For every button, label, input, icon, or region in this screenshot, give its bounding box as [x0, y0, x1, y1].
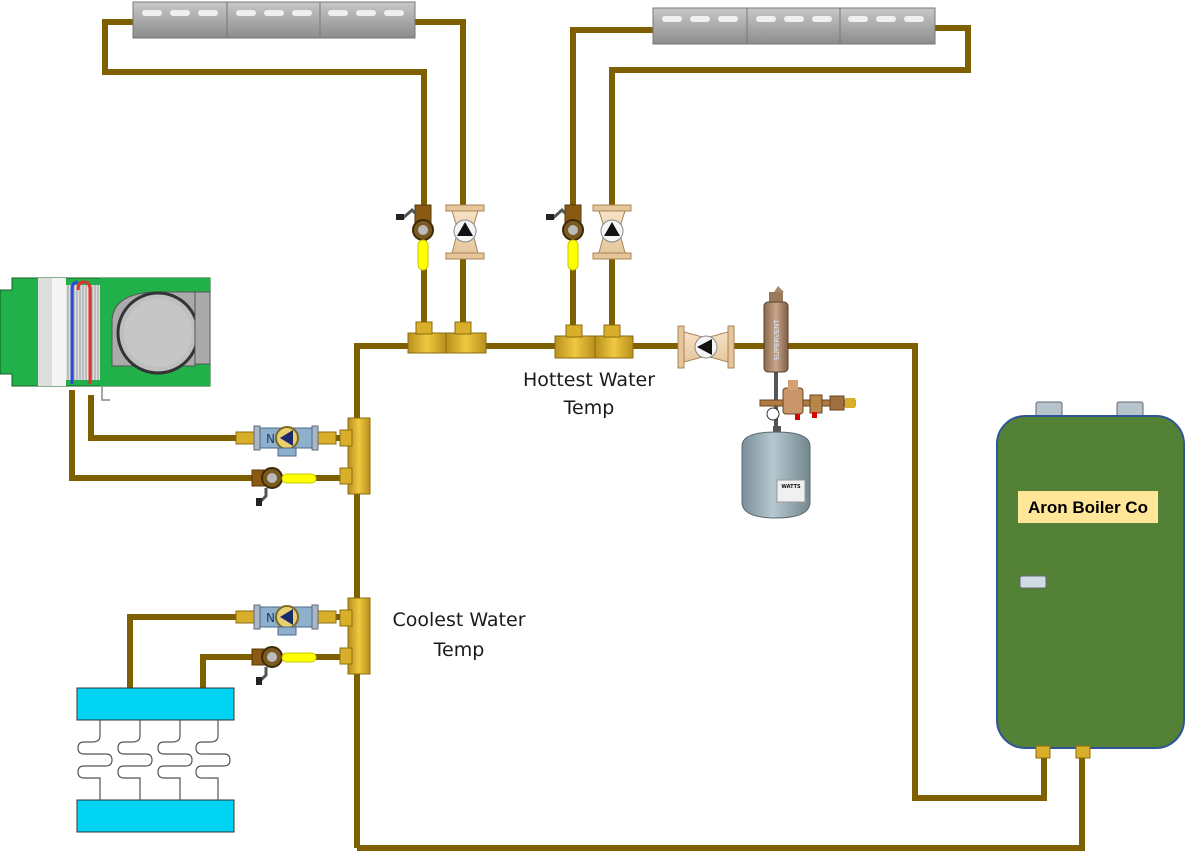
baseboard-zone-1 — [132, 1, 416, 39]
hottest-water-line-2: Temp — [563, 397, 615, 419]
radiant-floor — [76, 687, 235, 833]
hottest-water-line-1: Hottest Water — [523, 369, 655, 391]
main-loop-return-pipe — [357, 752, 1085, 851]
coil-fins — [66, 280, 100, 384]
radiant-supply-pipe — [127, 614, 352, 690]
zone-1-ball-valve[interactable] — [396, 204, 434, 271]
fan-coil-ball-valve[interactable] — [251, 467, 317, 506]
zone-2-ball-valve[interactable] — [546, 204, 584, 271]
baseboard-zone-2 — [652, 7, 936, 45]
pump-arrow-icon — [280, 609, 293, 625]
side-tees — [339, 417, 371, 675]
coolest-water-line-2: Temp — [433, 639, 485, 661]
fan-coil — [0, 277, 211, 401]
zone-2-circulator[interactable] — [592, 204, 632, 260]
system-circulator[interactable] — [677, 325, 735, 369]
boiler-label: Aron Boiler Co — [1028, 498, 1148, 517]
fill-valve[interactable] — [759, 380, 856, 421]
pump-arrow-icon — [280, 430, 293, 446]
pump-arrow-icon — [697, 339, 712, 355]
pump-arrow-icon — [604, 222, 620, 236]
boiler: Aron Boiler Co — [996, 401, 1185, 759]
fan-coil-circulator[interactable]: N — [235, 425, 337, 457]
svg-text:N: N — [266, 432, 275, 446]
hottest-water-label: Hottest Water Temp — [523, 369, 655, 419]
air-separator: SUPERVENT — [763, 286, 789, 373]
radiant-circulator[interactable]: N — [235, 604, 337, 636]
coolest-water-line-1: Coolest Water — [392, 609, 525, 631]
zone-1-supply-pipe — [102, 19, 427, 330]
main-loop-supply-pipe — [354, 343, 1047, 848]
expansion-tank-brand: WATTS — [781, 484, 801, 490]
expansion-tank: WATTS — [741, 426, 811, 519]
pump-arrow-icon — [457, 222, 473, 236]
radiant-ball-valve[interactable] — [251, 646, 317, 685]
air-separator-brand: SUPERVENT — [773, 319, 781, 361]
supply-tees — [407, 321, 634, 359]
zone-2-return-pipe — [609, 25, 971, 330]
coolest-water-label: Coolest Water Temp — [392, 609, 525, 661]
svg-text:N: N — [266, 611, 275, 625]
piping — [69, 19, 1085, 851]
zone-1-circulator[interactable] — [445, 204, 485, 260]
